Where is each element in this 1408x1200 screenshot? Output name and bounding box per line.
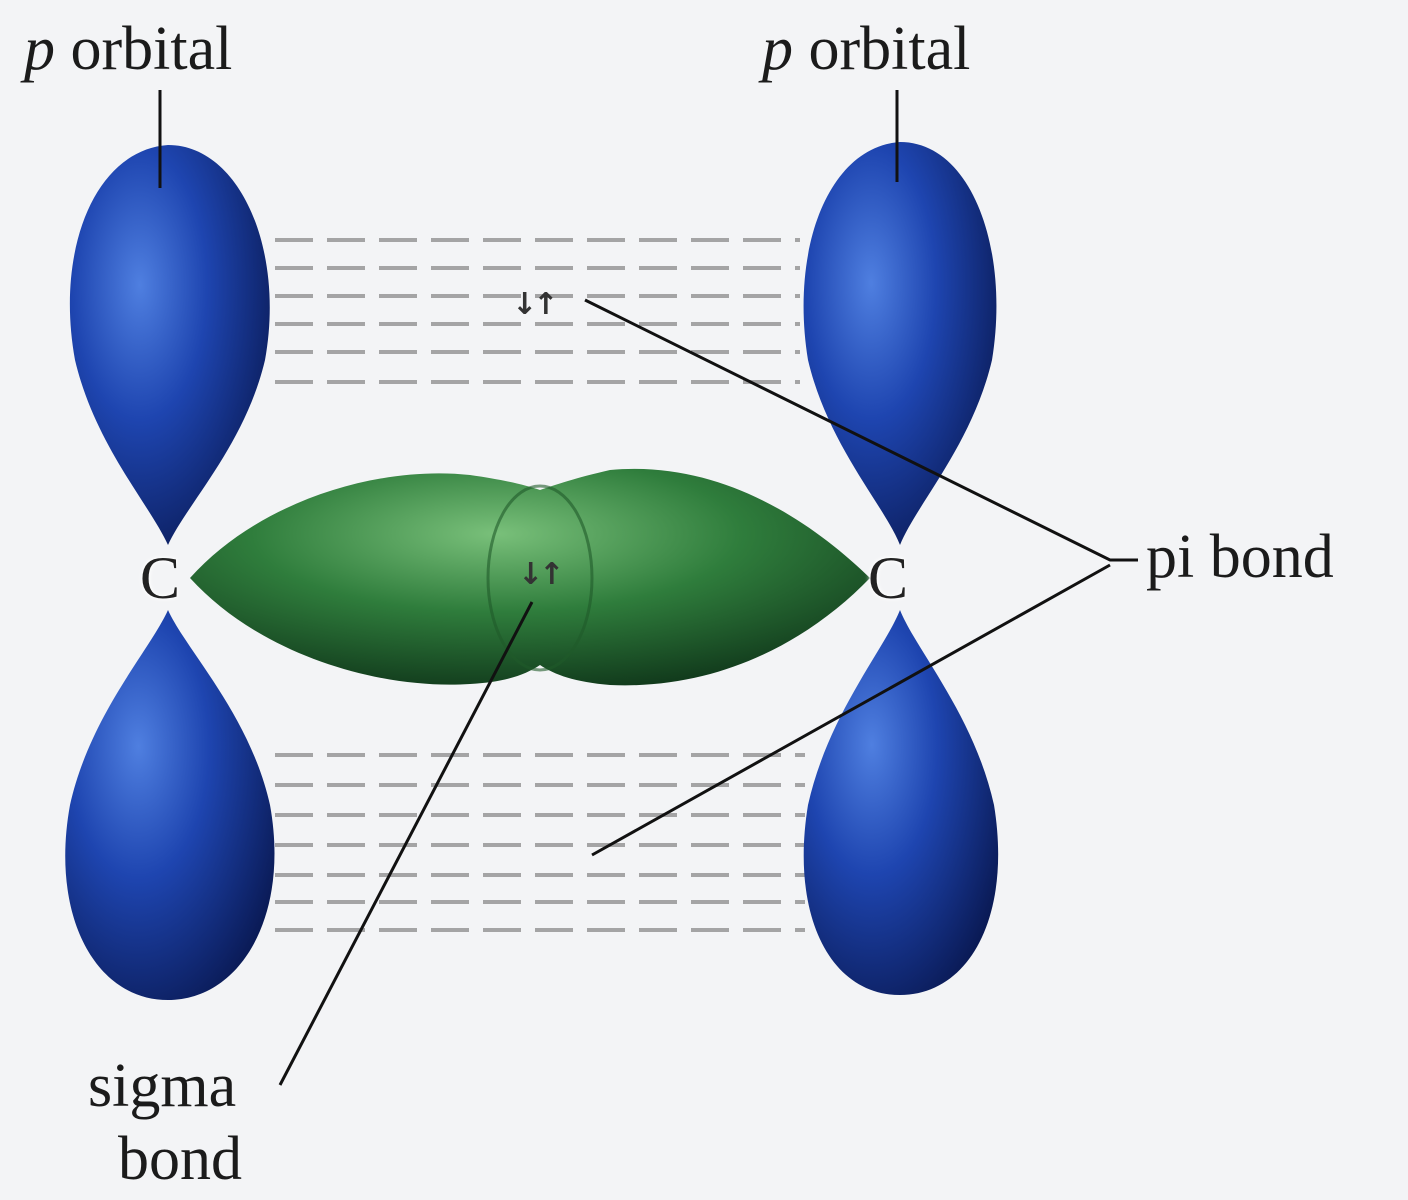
- p-orbital-right-italic: p: [762, 15, 793, 83]
- pi-bond-label: pi bond: [1146, 523, 1334, 591]
- left-p-orbital-upper-lobe: [69, 145, 270, 545]
- carbon-atom-right: C: [868, 545, 909, 611]
- p-orbital-left-text: orbital: [70, 15, 233, 83]
- sigma-label: sigma: [88, 1052, 237, 1120]
- pi-electron-pair: ↓↑: [512, 287, 558, 322]
- pi-overlap-top: [275, 238, 800, 384]
- p-orbital-right-label: p orbital: [762, 18, 970, 80]
- sigma-bond-leader: [278, 601, 534, 1086]
- annotation-lines: [158, 90, 1138, 1086]
- pi-overlap-bottom: [275, 753, 805, 932]
- p-orbital-left-italic: p: [24, 15, 55, 83]
- p-orbital-right-text: orbital: [808, 15, 971, 83]
- sigma-electron-pair: ↓↑: [518, 557, 564, 592]
- right-p-orbital-upper-lobe: [803, 142, 997, 545]
- sigma-overlap-highlight: [486, 484, 594, 672]
- sigma-bond-label: bond: [118, 1125, 242, 1193]
- carbon-atom-left: C: [140, 545, 181, 611]
- p-orbital-left-label: p orbital: [24, 18, 232, 80]
- right-p-orbital-lower-lobe: [803, 610, 999, 995]
- pi-bond-leader-top: [584, 298, 1138, 562]
- pi-bond-leader-bottom: [591, 563, 1111, 857]
- left-p-orbital-lower-lobe: [65, 610, 275, 1000]
- sigma-bond-orbital: [190, 468, 870, 686]
